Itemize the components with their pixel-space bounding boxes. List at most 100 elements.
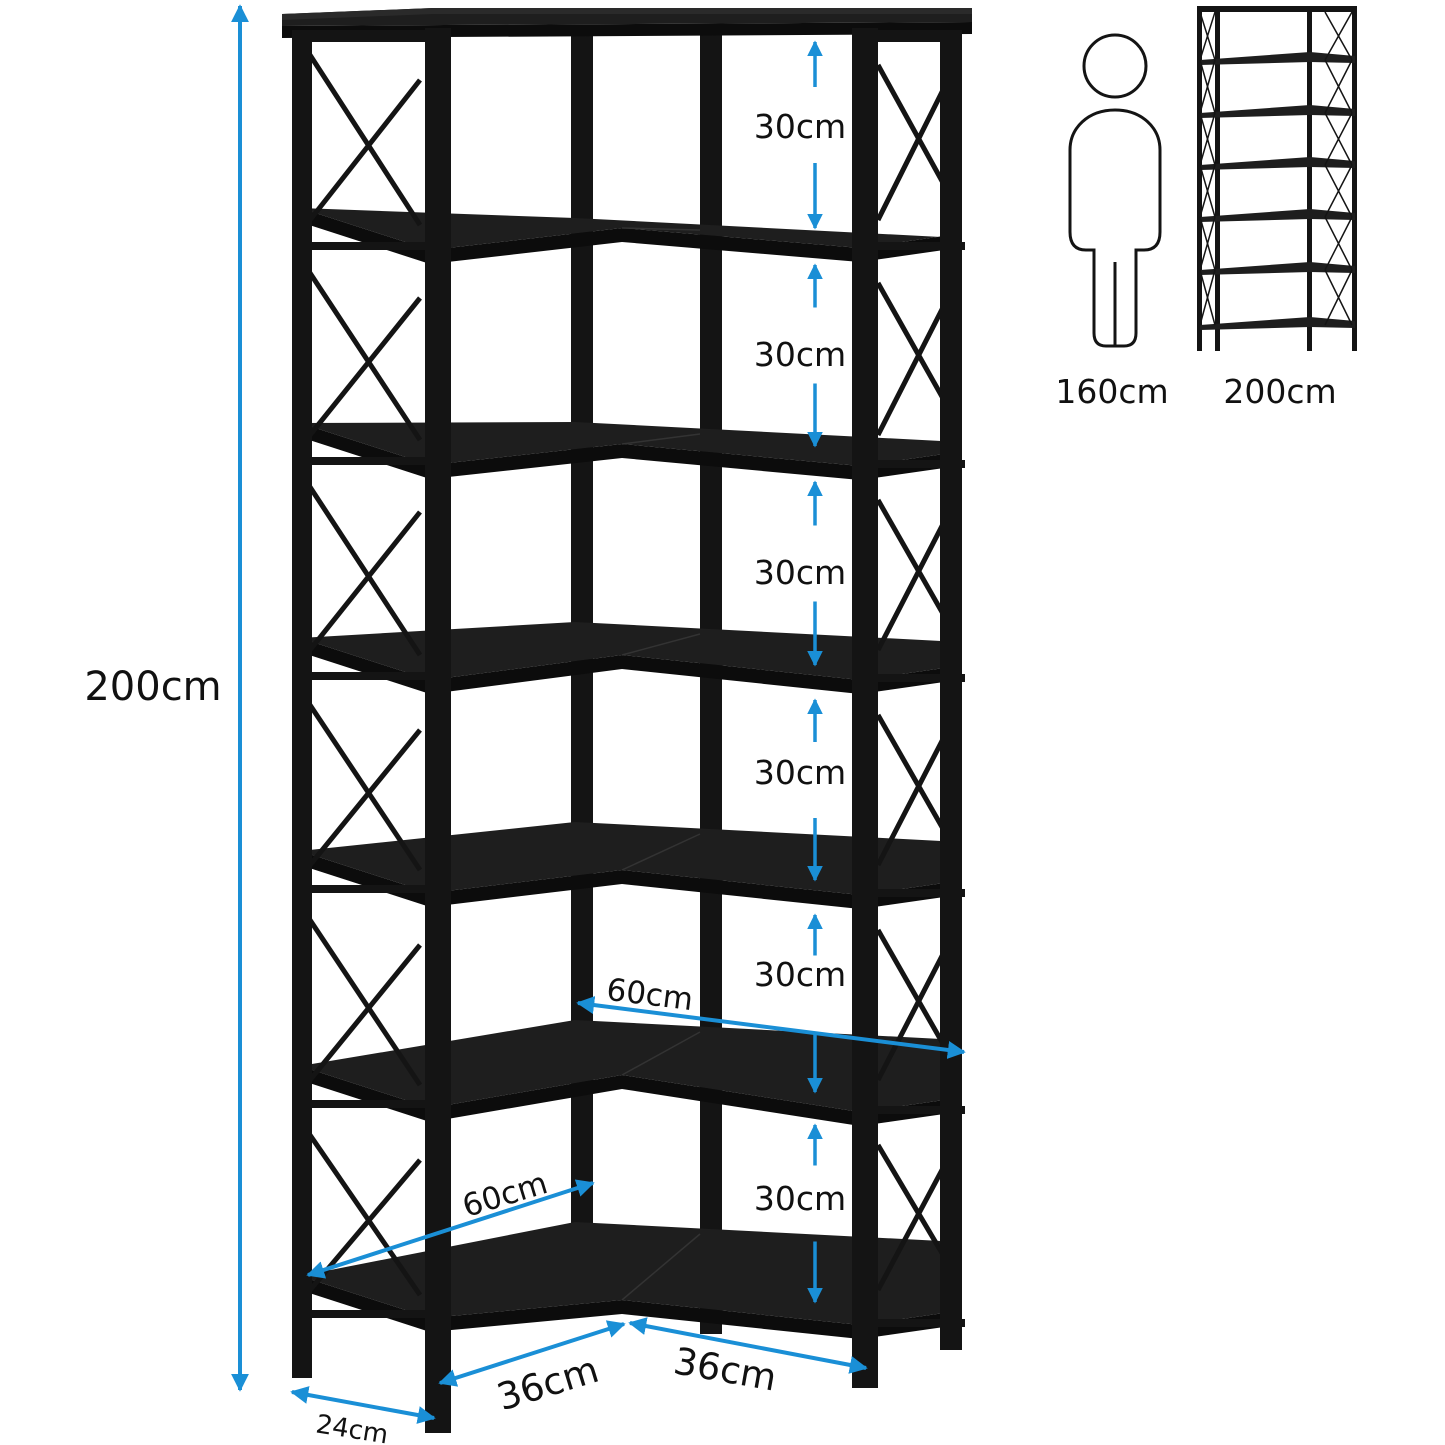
shelf-right-front-edge [622,444,860,480]
front-left-width-arrow [438,1320,626,1387]
person-silhouette-icon [1068,33,1162,348]
shelf-left-rail [295,672,430,680]
shelf-right-rail [870,460,965,468]
left-x-brace-b-3 [308,510,422,652]
mini-rx-b-6 [1324,269,1353,326]
shelf-seam [621,833,701,871]
shelf-right-front-edge [622,228,860,262]
shelf-left-rail [295,242,430,250]
shelf-right-rail [870,1319,965,1327]
shelf-height-label: 200cm [1223,372,1336,411]
mini-top [1197,6,1357,12]
rear-right-post [940,30,962,1350]
mini-x-b-5 [1199,216,1216,271]
right-length-arrow [576,996,966,1059]
corner-bookshelf [282,8,972,1433]
height-comparison: 160cm 200cm [1055,6,1357,411]
shelf-left-rail [295,457,430,465]
shelf-right-rail [870,889,965,897]
shelf-right-rail [870,1106,965,1114]
top-board-edge [282,22,972,38]
mini-x-b-4 [1199,164,1216,218]
shelf-left-rail [295,885,430,893]
shelf-3 [295,622,965,694]
front-left-width-label: 36cm [492,1348,604,1419]
top-board-highlight [282,8,972,20]
front-left-post [425,28,451,1433]
left-x-brace-a-5 [307,918,423,1087]
mini-rx-b-5 [1324,216,1353,271]
shelf-top-surface [300,208,960,250]
mini-shelf-6 [1200,317,1355,330]
shelf-right-front-edge [622,1075,860,1126]
shelf-gap-label-5: 30cm [754,955,846,994]
corner-shelf-thumbnail [1197,6,1357,351]
mini-shelf-3 [1200,157,1355,170]
right-length-label: 60cm [605,972,695,1018]
shelf-4 [295,822,965,909]
mini-x-b-3 [1199,112,1216,166]
front-right-post [852,28,878,1388]
shelf-right-front-edge [622,870,860,909]
shelf-center-front-edge [430,655,622,694]
person-height-label: 160cm [1055,372,1168,411]
shelf-gap-label-2: 30cm [754,335,846,374]
shelf-seam [621,1233,701,1301]
shelf-gap-label-1: 30cm [754,107,846,146]
shelf-right-front-edge [622,655,860,694]
shelf-gap-label-3: 30cm [754,553,846,592]
shelf-top-surface [300,422,960,466]
depth-arrow [290,1386,436,1424]
shelf-right-rail [870,242,965,250]
left-x-brace-a-3 [307,485,423,657]
mini-post-3 [1307,6,1312,351]
mini-shelf-5 [1200,262,1355,275]
right-top-rail [852,30,962,42]
shelf-gap-label-6: 30cm [754,1179,846,1218]
left-length-arrow [306,1179,595,1279]
shelf-2 [295,422,965,480]
shelf-seam [621,433,701,445]
shelf-seam [621,227,701,231]
shelf-seam [621,633,701,656]
total-height-label: 200cm [84,664,221,710]
mini-post-1 [1197,6,1202,351]
left-x-brace-b-2 [308,296,422,437]
mini-rx-b-1 [1324,11,1353,61]
depth-label: 24cm [314,1409,391,1445]
front-right-width-arrow [628,1317,868,1374]
shelf-1 [295,208,965,264]
mini-post-4 [1352,6,1357,351]
mini-rx-b-3 [1324,112,1353,166]
mini-x-b-2 [1199,59,1216,114]
shelf-center-front-edge [430,870,622,907]
mini-shelf-1 [1200,52,1355,65]
shelf-top-surface [300,822,960,895]
left-length-label: 60cm [458,1165,551,1225]
shelf-left-rail [295,1310,430,1318]
left-x-brace-a-4 [307,703,423,872]
left-top-rail [292,30,447,42]
mini-post-2 [1215,6,1220,351]
shelf-right-rail [870,674,965,682]
left-x-brace-a-1 [307,53,423,227]
shelves [282,8,972,1339]
dimension-arrows [231,4,966,1424]
rear-left-post [292,30,312,1378]
shelf-center-front-edge [430,228,622,264]
left-x-brace-b-5 [308,943,422,1082]
mini-shelf-4 [1200,209,1355,222]
shelf-gap-label-4: 30cm [754,753,846,792]
mini-shelf-2 [1200,105,1355,118]
left-x-brace-b-4 [308,728,422,867]
shelf-left-rail [295,1100,430,1108]
shelf-top-surface [300,622,960,680]
shelf-center-front-edge [430,1075,622,1122]
shelf-center-front-edge [430,444,622,479]
mini-x-b-6 [1199,269,1216,326]
mini-x-b-1 [1199,11,1216,61]
left-x-brace-a-2 [307,271,423,442]
mini-rx-b-4 [1324,164,1353,218]
